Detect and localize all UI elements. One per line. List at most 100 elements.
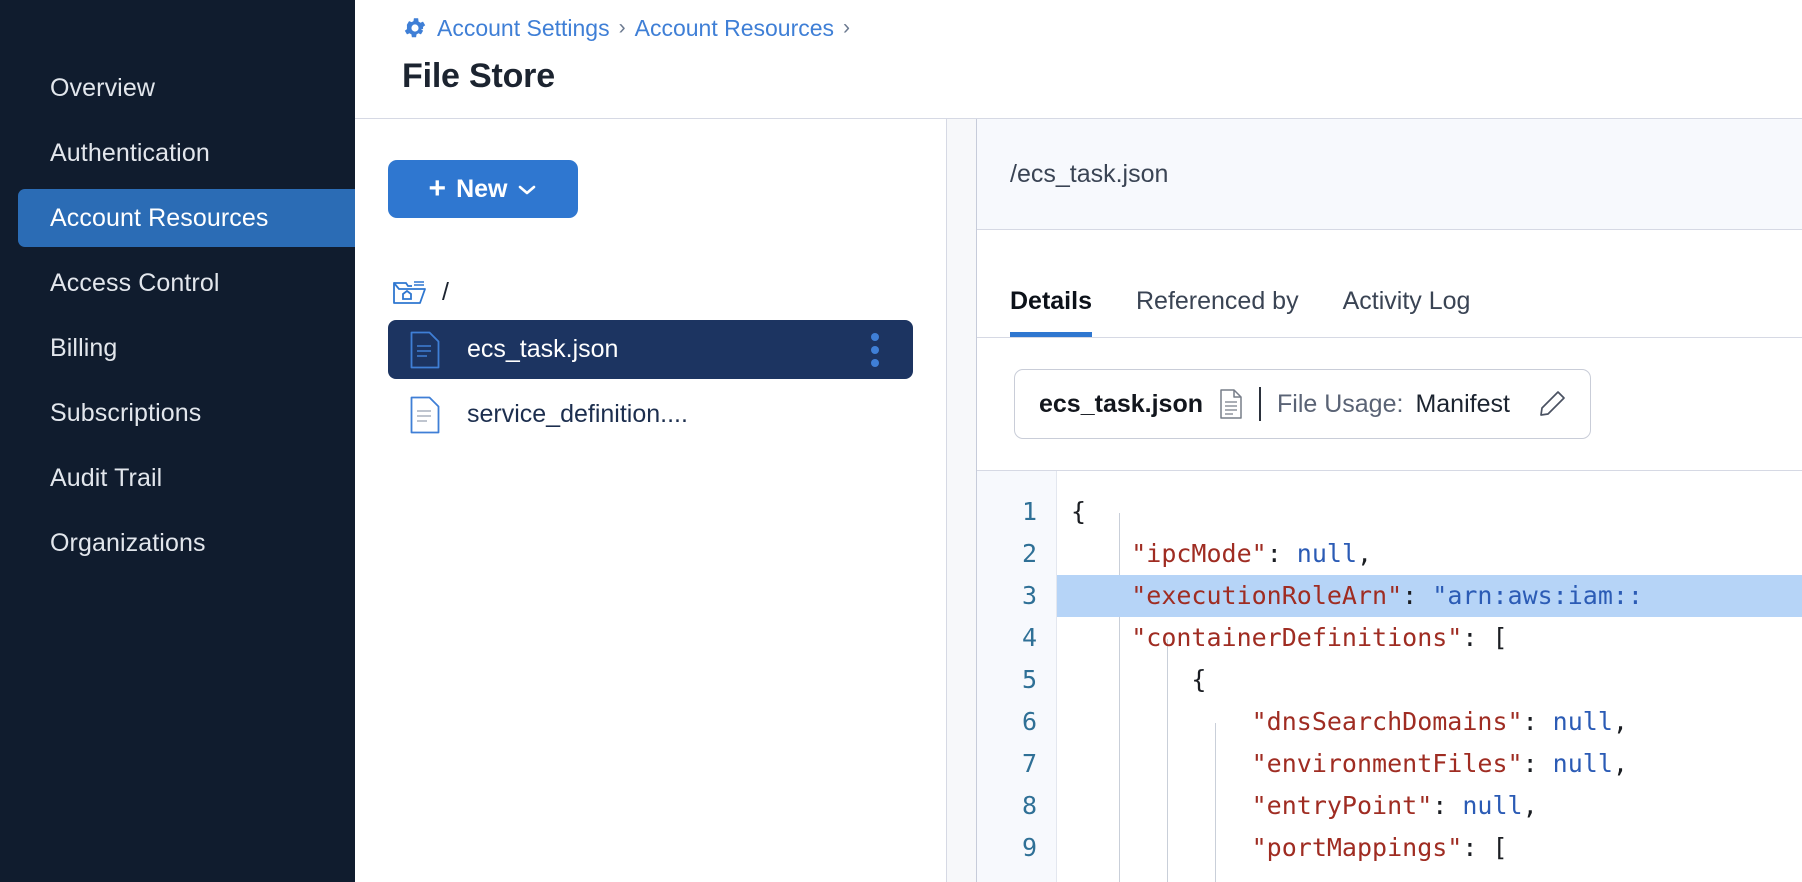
content-row: + New [355,119,1802,882]
new-button[interactable]: + New [388,160,578,218]
pencil-icon[interactable] [1526,388,1568,420]
breadcrumb-separator: › [618,16,626,39]
code-token-key: "entryPoint" [1251,791,1433,820]
gear-icon [402,15,428,41]
tab-label: Referenced by [1135,287,1299,315]
file-usage-value: Manifest [1415,389,1510,418]
code-token-val: null [1552,707,1613,736]
sidebar-item-label: Account Resources [50,203,269,232]
file-info-card: ecs_task.json File Usage: Manifest [1014,369,1591,439]
line-number: 4 [1021,623,1037,652]
chevron-down-icon [517,183,537,196]
code-token-pun [1071,749,1252,778]
kebab-menu-icon[interactable] [871,332,879,367]
breadcrumb: Account Settings › Account Resources › [402,8,1802,48]
tab-label: Details [1010,287,1092,315]
page-header: Account Settings › Account Resources › F… [355,0,1802,119]
file-usage-label: File Usage: [1277,389,1404,418]
line-number: 5 [1021,665,1037,694]
code-line: "dnsSearchDomains": null, [1057,701,1802,743]
sidebar-item-authentication[interactable]: Authentication [18,124,355,182]
sidebar-item-label: Access Control [50,268,220,297]
file-tree-panel: + New [355,119,946,882]
code-token-key: "containerDefinitions" [1131,623,1463,652]
sidebar-item-label: Overview [50,73,155,102]
document-icon [1219,389,1243,419]
sidebar-item-billing[interactable]: Billing [18,319,355,377]
tree-file-row[interactable]: service_definition.... [388,385,913,444]
tab-activity-log[interactable]: Activity Log [1343,287,1471,337]
info-card-filename: ecs_task.json [1039,389,1203,418]
tree-file-row[interactable]: ecs_task.json [388,320,913,379]
code-token-pun: : [ [1462,833,1508,862]
line-number: 8 [1021,791,1037,820]
code-token-pun [1071,581,1131,610]
file-name: ecs_task.json [467,335,619,363]
file-icon [410,331,440,369]
code-token-pun [1071,833,1252,862]
code-token-key: "dnsSearchDomains" [1251,707,1523,736]
code-line: "containerDefinitions": [ [1057,617,1802,659]
sidebar-item-label: Authentication [50,138,210,167]
code-line: { [1057,659,1802,701]
tab-referenced-by[interactable]: Referenced by [1136,287,1299,337]
plus-icon: + [428,172,447,205]
code-token-val: null [1462,791,1523,820]
line-number: 3 [1021,581,1037,610]
file-name: service_definition.... [467,400,688,428]
code-token-pun: : [1432,791,1463,820]
code-token-key: "executionRoleArn" [1131,581,1403,610]
code-token-pun: { [1071,497,1087,526]
code-line: "entryPoint": null, [1057,785,1802,827]
line-number-gutter: 1 2 3 4 5 6 7 8 9 [977,471,1057,882]
breadcrumb-item-account-settings[interactable]: Account Settings [437,14,610,41]
code-token-key: "portMappings" [1251,833,1463,862]
file-info-zone: ecs_task.json File Usage: Manifest [977,338,1802,471]
sidebar-item-access-control[interactable]: Access Control [18,254,355,312]
sidebar-item-organizations[interactable]: Organizations [18,514,355,572]
page-title: File Store [402,57,555,95]
sidebar-item-audit-trail[interactable]: Audit Trail [18,449,355,507]
file-path: /ecs_task.json [1010,159,1169,188]
tree-root-folder[interactable]: / [355,270,946,314]
file-path-bar: /ecs_task.json [977,119,1802,230]
code-token-pun [1071,539,1131,568]
sidebar-item-label: Organizations [50,528,206,557]
file-tree: / ecs_task.json service_definition.... [355,270,946,444]
code-line: "environmentFiles": null, [1057,743,1802,785]
home-folder-icon [392,277,428,307]
sidebar-item-account-resources[interactable]: Account Resources [18,189,355,247]
code-token-pun [1071,707,1252,736]
line-number: 1 [1021,497,1037,526]
code-token-pun: , [1612,707,1628,736]
breadcrumb-item-account-resources[interactable]: Account Resources [634,14,835,41]
line-number: 9 [1021,833,1037,862]
code-token-pun: : [1402,581,1433,610]
code-token-val: null [1552,749,1613,778]
code-token-val: null [1296,539,1358,568]
code-line: "executionRoleArn": "arn:aws:iam:: [1057,575,1802,617]
panel-splitter[interactable] [946,119,977,882]
code-token-pun: , [1522,791,1538,820]
sidebar-item-overview[interactable]: Overview [18,59,355,117]
code-token-pun: : [1522,749,1553,778]
code-token-pun: : [1266,539,1297,568]
line-number: 6 [1021,707,1037,736]
line-number: 7 [1021,749,1037,778]
code-line: "portMappings": [ [1057,827,1802,869]
code-token-pun: : [1522,707,1553,736]
sidebar-item-subscriptions[interactable]: Subscriptions [18,384,355,442]
code-editor[interactable]: 1 2 3 4 5 6 7 8 9 { "ipcMode": null, "executionR… [977,471,1802,882]
tab-details[interactable]: Details [1010,287,1092,337]
line-number: 2 [1021,539,1037,568]
info-card-divider [1259,387,1261,421]
tab-label: Activity Log [1342,287,1471,315]
code-content: { "ipcMode": null, "executionRoleArn": "… [1057,471,1802,882]
breadcrumb-separator-2: › [843,16,851,39]
code-line: { [1057,491,1802,533]
file-detail-panel: /ecs_task.json Details Referenced by Activ… [977,119,1802,882]
code-token-key: "environmentFiles" [1251,749,1523,778]
new-button-label: New [456,174,508,203]
